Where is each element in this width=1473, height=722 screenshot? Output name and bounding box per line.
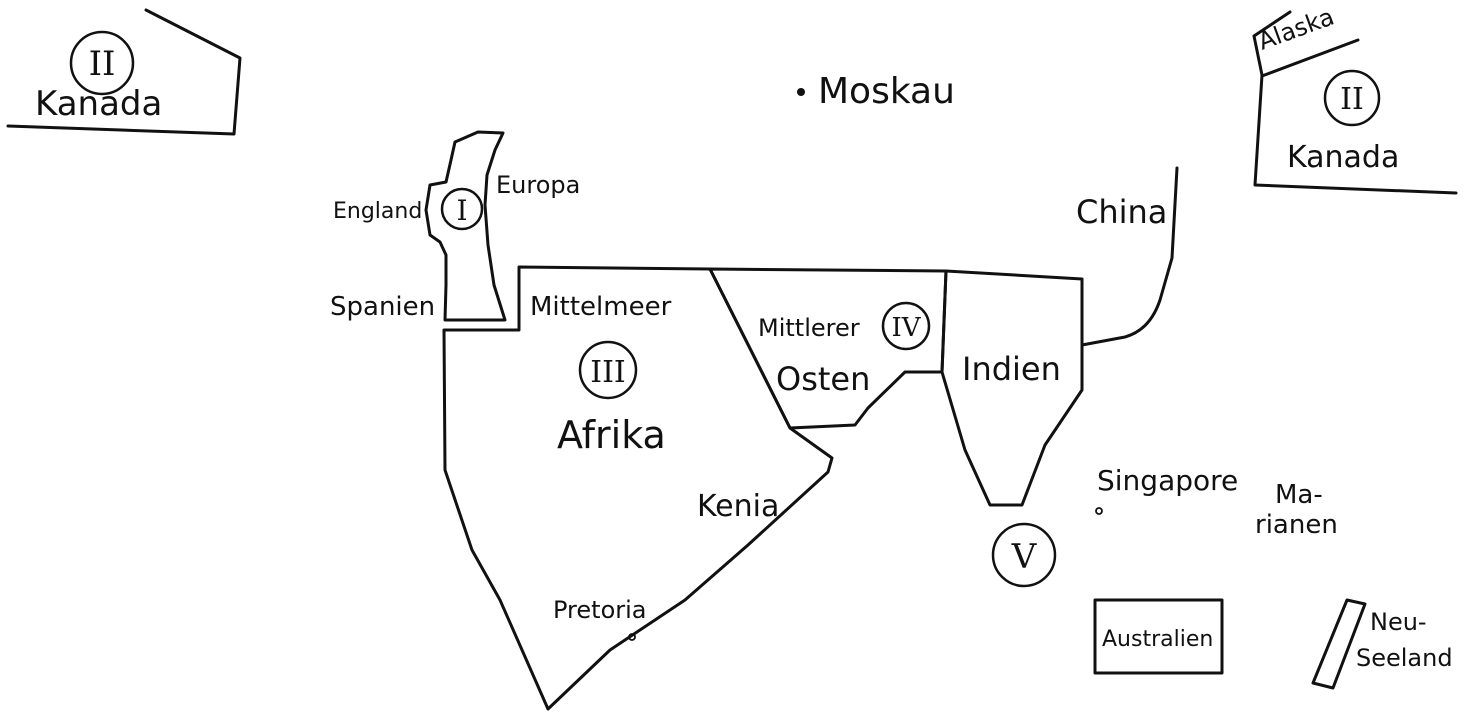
zone-1-label: I bbox=[456, 194, 467, 227]
india-outline bbox=[940, 269, 1084, 507]
alaska-border bbox=[1260, 38, 1360, 78]
england-label: England bbox=[333, 199, 422, 224]
neuseeland-label-line1: Neu- bbox=[1370, 608, 1427, 636]
canada-west-outline bbox=[6, 8, 242, 136]
zone-2-east-circle bbox=[1323, 69, 1381, 127]
china-border bbox=[1080, 166, 1179, 347]
zone-5-label: V bbox=[1011, 537, 1038, 577]
zone-3-label: III bbox=[590, 355, 626, 390]
osten-label: Osten bbox=[776, 360, 870, 398]
kanada-west-label: Kanada bbox=[35, 84, 162, 124]
zone-3-circle bbox=[578, 340, 638, 400]
zone-2-west-label: II bbox=[89, 44, 116, 84]
singapore-label: Singapore bbox=[1097, 464, 1238, 497]
singapore-town-marker bbox=[1095, 507, 1103, 515]
zone-2-west-circle bbox=[69, 30, 135, 96]
australia-box bbox=[1093, 598, 1224, 675]
zone-5-circle bbox=[991, 522, 1057, 588]
africa-outline bbox=[442, 265, 834, 711]
kanada-east-label: Kanada bbox=[1287, 140, 1399, 175]
marianen-label-line2: rianen bbox=[1255, 510, 1338, 540]
europe-outline bbox=[424, 130, 507, 322]
pretoria-town-marker bbox=[628, 633, 636, 641]
indien-label: Indien bbox=[962, 350, 1061, 388]
zone-4-circle bbox=[881, 301, 931, 351]
afrika-label: Afrika bbox=[557, 413, 666, 457]
moskau-label: Moskau bbox=[818, 71, 955, 112]
zone-2-east-label: II bbox=[1340, 82, 1364, 117]
moskau-dot bbox=[797, 88, 805, 96]
europa-label: Europa bbox=[496, 171, 580, 199]
australien-label: Australien bbox=[1102, 627, 1213, 652]
china-label: China bbox=[1076, 193, 1167, 231]
spanien-label: Spanien bbox=[330, 292, 435, 322]
zone-1-circle bbox=[440, 187, 484, 231]
pretoria-label: Pretoria bbox=[553, 596, 647, 624]
zone-4-label: IV bbox=[891, 313, 921, 343]
kenia-label: Kenia bbox=[697, 489, 779, 524]
new-zealand-outline bbox=[1311, 598, 1367, 690]
alaska-label: Alaska bbox=[1254, 2, 1337, 55]
mittlerer-label: Mittlerer bbox=[758, 314, 860, 342]
mittelmeer-label: Mittelmeer bbox=[530, 292, 672, 322]
neuseeland-label-line2: Seeland bbox=[1356, 644, 1453, 672]
marianen-label-line1: Ma- bbox=[1275, 480, 1323, 510]
